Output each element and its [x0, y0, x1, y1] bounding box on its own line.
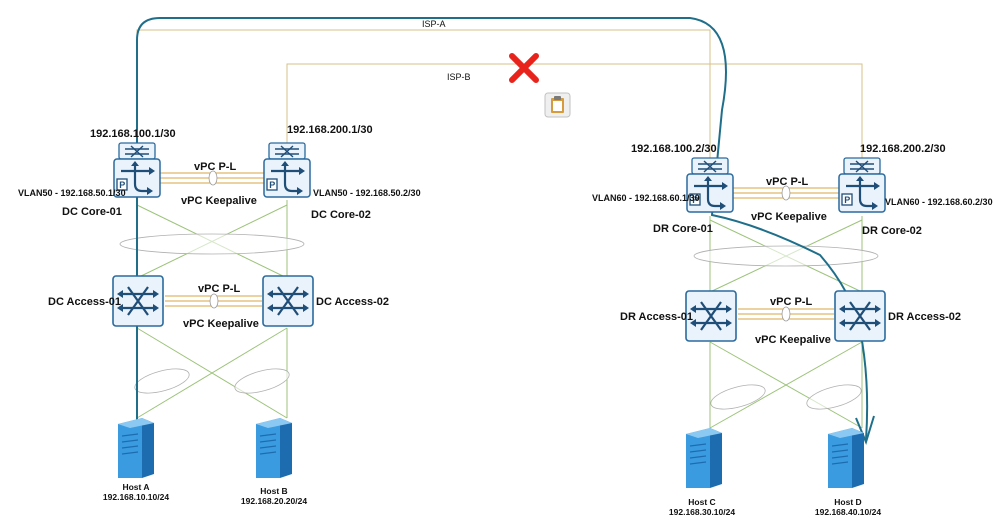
- isp-b-line: [286, 63, 863, 160]
- dc-access-02-switch-icon[interactable]: [262, 275, 314, 327]
- dc-core-02-name: DC Core-02: [311, 209, 371, 221]
- dc-core-01-wan-ip: 192.168.100.1/30: [90, 128, 176, 140]
- dc-core-vpc-pl-label: vPC P-L: [194, 161, 236, 173]
- dc-core-02-switch-icon[interactable]: [263, 158, 311, 198]
- dr-core-01-wan-ip: 192.168.100.2/30: [631, 143, 717, 155]
- host-d-server-icon[interactable]: [828, 427, 864, 488]
- traffic-flow-arrowhead: [855, 415, 875, 445]
- dr-access-02-name: DR Access-02: [888, 311, 961, 323]
- host-c-server-icon[interactable]: [686, 427, 722, 488]
- isp-b-label: ISP-B: [447, 72, 471, 82]
- dc-access-01-name: DC Access-01: [48, 296, 121, 308]
- dr-core-02-name: DR Core-02: [862, 225, 922, 237]
- dc-access-vpc-pl-label: vPC P-L: [198, 283, 240, 295]
- dr-core-02-vlan-ip: VLAN60 - 192.168.60.2/30: [885, 197, 993, 207]
- dr-access-vpc-keepalive-label: vPC Keepalive: [755, 334, 831, 346]
- host-c-name: Host C: [688, 497, 715, 507]
- host-d-ip: 192.168.40.10/24: [815, 507, 881, 517]
- dr-core-01-name: DR Core-01: [653, 223, 713, 235]
- dr-core-02-switch-icon[interactable]: [838, 173, 886, 213]
- host-a-name: Host A: [122, 482, 149, 492]
- port-channel-ellipses: [119, 233, 879, 410]
- dr-core-01-vlan-ip: VLAN60 - 192.168.60.1/30: [592, 193, 700, 203]
- isp-a-label: ISP-A: [422, 19, 446, 29]
- host-b-server-icon[interactable]: [256, 417, 292, 478]
- dc-core-01-name: DC Core-01: [62, 206, 122, 218]
- dr-access-02-switch-icon[interactable]: [834, 290, 886, 342]
- isp-a-line: [136, 29, 711, 160]
- dc-core-vpc-keepalive-label: vPC Keepalive: [181, 195, 257, 207]
- host-c-ip: 192.168.30.10/24: [669, 507, 735, 517]
- host-a-ip: 192.168.10.10/24: [103, 492, 169, 502]
- green-links: [136, 200, 863, 429]
- dr-access-vpc-pl-label: vPC P-L: [770, 296, 812, 308]
- isp-links: [136, 29, 863, 160]
- dr-access-01-switch-icon[interactable]: [685, 290, 737, 342]
- dr-core-02-wan-ip: 192.168.200.2/30: [860, 143, 946, 155]
- dc-access-02-name: DC Access-02: [316, 296, 389, 308]
- dc-access-vpc-keepalive-label: vPC Keepalive: [183, 318, 259, 330]
- host-a-server-icon[interactable]: [118, 417, 154, 478]
- dc-core-02-wan-ip: 192.168.200.1/30: [287, 124, 373, 136]
- dc-core-02-router-icon[interactable]: [268, 142, 306, 160]
- dc-core-01-router-icon[interactable]: [118, 142, 156, 160]
- host-d-name: Host D: [834, 497, 861, 507]
- host-b-ip: 192.168.20.20/24: [241, 496, 307, 506]
- dr-access-01-name: DR Access-01: [620, 311, 693, 323]
- dr-core-01-router-icon[interactable]: [691, 157, 729, 175]
- dc-core-01-vlan-ip: VLAN50 - 192.168.50.1/30: [18, 188, 126, 198]
- dr-core-02-router-icon[interactable]: [843, 157, 881, 175]
- host-b-name: Host B: [260, 486, 287, 496]
- dr-core-vpc-keepalive-label: vPC Keepalive: [751, 211, 827, 223]
- vpc-link-ellipses: [208, 170, 791, 322]
- dc-core-02-vlan-ip: VLAN50 - 192.168.50.2/30: [313, 188, 421, 198]
- dr-core-vpc-pl-label: vPC P-L: [766, 176, 808, 188]
- clipboard-icon[interactable]: [544, 92, 571, 118]
- failure-x-icon: [509, 53, 539, 83]
